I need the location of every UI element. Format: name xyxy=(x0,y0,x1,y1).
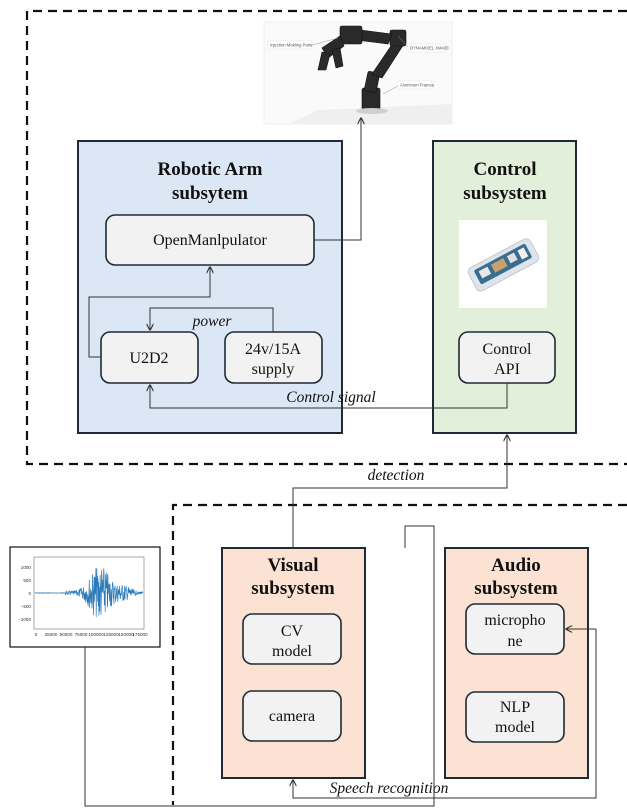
waveform-x-tick: 175000 xyxy=(132,632,148,637)
callout-dynamixel: DYNAMIXEL XM430 xyxy=(410,46,449,51)
waveform-plot: 1000 500 0 −500 −1000 0 25000 50000 7500… xyxy=(9,546,161,648)
control-api-label-line2: API xyxy=(494,361,520,378)
waveform-x-tick: 150000 xyxy=(118,632,134,637)
nlp-model-node[interactable]: NLP model xyxy=(465,691,565,743)
microphone-node[interactable]: micropho ne xyxy=(465,603,565,655)
speech-recognition-label: Speech recognition xyxy=(330,780,449,797)
camera-label: camera xyxy=(269,708,315,725)
supply-label-line2: supply xyxy=(252,361,295,378)
arrow-u2d2-to-openmanipulator xyxy=(88,267,210,358)
camera-node[interactable]: camera xyxy=(242,690,342,742)
audio-title-line2: subsystem xyxy=(474,578,558,599)
arrow-openmanipulator-to-robot xyxy=(314,118,361,241)
waveform-y-tick: 0 xyxy=(28,591,31,596)
audio-subsystem: Audio subsystem xyxy=(444,547,589,779)
control-api-label-line1: Control xyxy=(483,341,532,358)
control-signal-label: Control signal xyxy=(286,389,375,406)
u2d2-label: U2D2 xyxy=(129,350,168,367)
power-label: power xyxy=(192,313,233,330)
supply-label-line1: 24v/15A xyxy=(245,341,301,358)
cv-model-node[interactable]: CV model xyxy=(242,613,342,665)
waveform-y-tick: 500 xyxy=(23,578,31,583)
waveform-x-tick: 75000 xyxy=(75,632,88,637)
robotic-arm-title-line1: Robotic Arm xyxy=(157,159,262,180)
audio-waveform xyxy=(34,568,144,617)
waveform-y-tick: −500 xyxy=(21,604,32,609)
microphone-label-line2: ne xyxy=(507,633,522,650)
cv-model-label-line1: CV xyxy=(281,623,304,640)
callout-aluminum-frames: Aluminum Frames xyxy=(400,83,434,88)
microphone-label-line1: micropho xyxy=(484,612,545,629)
audio-title-line1: Audio xyxy=(491,555,541,576)
waveform-y-ticks: 1000 500 0 −500 −1000 xyxy=(18,565,31,622)
detection-label: detection xyxy=(368,467,425,484)
power-supply-node[interactable]: 24v/15A supply xyxy=(224,331,323,384)
arrow-speech-to-visual xyxy=(293,629,597,799)
u2d2-node[interactable]: U2D2 xyxy=(100,331,199,384)
cv-model-label-line2: model xyxy=(272,643,313,660)
arrow-supply-to-u2d2 xyxy=(150,307,274,332)
connectors xyxy=(84,118,597,807)
waveform-x-tick: 0 xyxy=(35,632,38,637)
nlp-model-label-line1: NLP xyxy=(500,699,530,716)
controller-board-photo xyxy=(459,220,547,308)
openmanipulator-label: OpenManlpulator xyxy=(153,232,267,249)
visual-title-line2: subsystem xyxy=(251,578,335,599)
callout-injection-parts: Injection Molding Parts xyxy=(270,43,312,48)
waveform-y-tick: −1000 xyxy=(18,617,31,622)
bottom-dashed-group xyxy=(171,503,627,805)
waveform-x-ticks: 0 25000 50000 75000 100000 125000 150000… xyxy=(35,632,148,637)
nlp-model-label-line2: model xyxy=(495,719,536,736)
arrow-control-signal xyxy=(150,383,508,409)
waveform-x-tick: 50000 xyxy=(60,632,73,637)
arrow-detection xyxy=(292,435,507,548)
waveform-x-tick: 100000 xyxy=(88,632,104,637)
control-title-line1: Control xyxy=(474,159,537,180)
robotic-arm-title-line2: subsytem xyxy=(172,183,248,204)
waveform-y-tick: 1000 xyxy=(21,565,32,570)
top-dashed-group xyxy=(25,9,627,466)
openmanipulator-node[interactable]: OpenManlpulator xyxy=(105,214,315,266)
robot-arm-photo: Injection Molding Parts DYNAMIXEL XM430 … xyxy=(263,21,453,125)
waveform-x-tick: 25000 xyxy=(45,632,58,637)
visual-title-line1: Visual xyxy=(267,555,318,576)
arrow-speech-recognition xyxy=(84,525,435,807)
control-title-line2: subsystem xyxy=(463,183,547,204)
waveform-x-tick: 125000 xyxy=(103,632,119,637)
control-api-node[interactable]: Control API xyxy=(458,331,556,384)
